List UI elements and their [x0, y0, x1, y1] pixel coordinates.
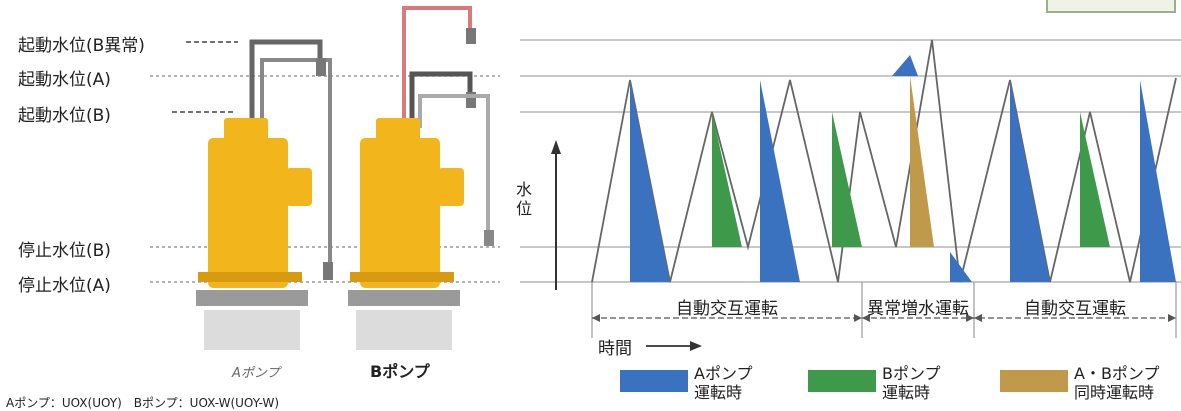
legend-a-line1: Aポンプ — [694, 364, 753, 383]
label-start-a: 起動水位(A) — [18, 70, 111, 90]
segment-label-3: 自動交互運転 — [1024, 299, 1126, 319]
legend-swatch-b — [808, 370, 876, 392]
segment-arrow-3 — [862, 314, 870, 322]
pump-a-illustration — [196, 118, 312, 350]
pump-a-cable-upper — [249, 39, 323, 128]
segment-label-1: 自動交互運転 — [676, 299, 778, 319]
segment-arrow-6 — [1168, 314, 1176, 322]
op-a-6 — [1140, 80, 1176, 282]
legend-b-line2: 運転時 — [882, 383, 931, 402]
x-axis-label: 時間 — [598, 339, 632, 359]
op-a-3 — [892, 55, 918, 76]
legend-swatch-ab — [1000, 370, 1068, 392]
top-right-frame — [1046, 0, 1176, 13]
op-a-4 — [950, 252, 972, 282]
pump-a-cable-lower — [260, 58, 332, 270]
pump-b-illustration — [348, 118, 464, 350]
legend-swatch-a — [620, 370, 688, 392]
pump-b-float-start — [466, 92, 476, 108]
op-a-2 — [760, 80, 800, 282]
legend-b: Bポンプ 運転時 — [882, 364, 941, 402]
label-start-b: 起動水位(B) — [18, 106, 111, 126]
x-axis-arrowhead — [690, 341, 702, 351]
pump-b-float-stop — [484, 230, 494, 246]
y-axis-arrowhead — [551, 140, 561, 154]
label-stop-a: 停止水位(A) — [18, 276, 111, 296]
legend-ab: A・Bポンプ 同時運転時 — [1074, 364, 1159, 402]
op-ab-1 — [910, 76, 934, 247]
label-stop-b: 停止水位(B) — [18, 241, 111, 261]
pump-b-float-abnormal — [466, 28, 476, 44]
legend-ab-line2: 同時運転時 — [1074, 383, 1155, 402]
legend-a: Aポンプ 運転時 — [694, 364, 752, 402]
legend-a-line2: 運転時 — [694, 383, 743, 402]
segment-arrow-5 — [974, 314, 982, 322]
model-footnote: Aポンプ：UOX(UOY) Bポンプ：UOX-W(UOY-W) — [6, 396, 280, 410]
op-a-1 — [630, 80, 670, 282]
label-start-b-abnormal: 起動水位(B異常) — [18, 36, 145, 56]
pump-a-float-lower — [323, 262, 333, 280]
pump-a-float-upper — [316, 58, 326, 76]
y-axis-label: 水位 — [516, 180, 533, 218]
segment-arrow-2 — [854, 314, 862, 322]
segment-arrow-1 — [592, 314, 600, 322]
pump-b-cable-stop — [418, 94, 490, 232]
pump-b-label: Bポンプ — [370, 362, 430, 381]
op-a-5 — [1010, 80, 1050, 282]
legend-ab-line1: A・Bポンプ — [1074, 364, 1160, 383]
legend-b-line1: Bポンプ — [882, 364, 941, 383]
pump-b-cable-start — [409, 71, 473, 128]
op-b-1 — [712, 112, 742, 247]
pump-a-label: Aポンプ — [232, 366, 280, 381]
op-b-2 — [832, 112, 862, 247]
pump-b-cable-abnormal — [402, 6, 472, 128]
segment-label-2: 異常増水運転 — [867, 299, 969, 319]
op-b-3 — [1080, 112, 1110, 247]
water-level-trace — [591, 39, 1177, 283]
segment-arrow-4 — [966, 314, 974, 322]
